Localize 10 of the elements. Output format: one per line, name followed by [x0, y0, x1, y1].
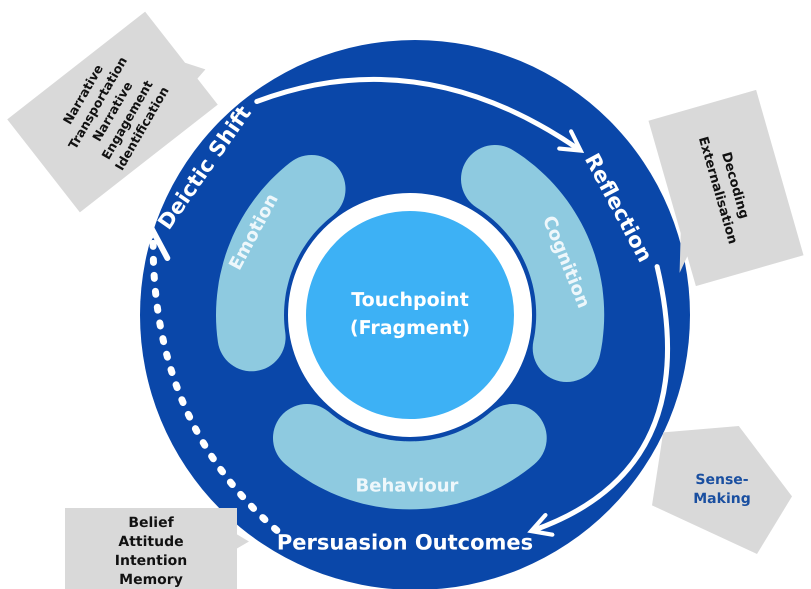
arrow [529, 264, 670, 536]
callout-text: Belief [128, 514, 174, 534]
callout-text: Attitude [118, 533, 184, 552]
arrow [254, 77, 583, 153]
callout-text: Sense-Making [692, 471, 752, 509]
callout-text: Intention [114, 552, 188, 571]
callout-text: Memory [119, 570, 183, 589]
stage-label: Persuasion Outcomes [276, 530, 534, 556]
petal-label: Behaviour [356, 475, 458, 496]
center-label: Touchpoint (Fragment) [348, 288, 472, 341]
